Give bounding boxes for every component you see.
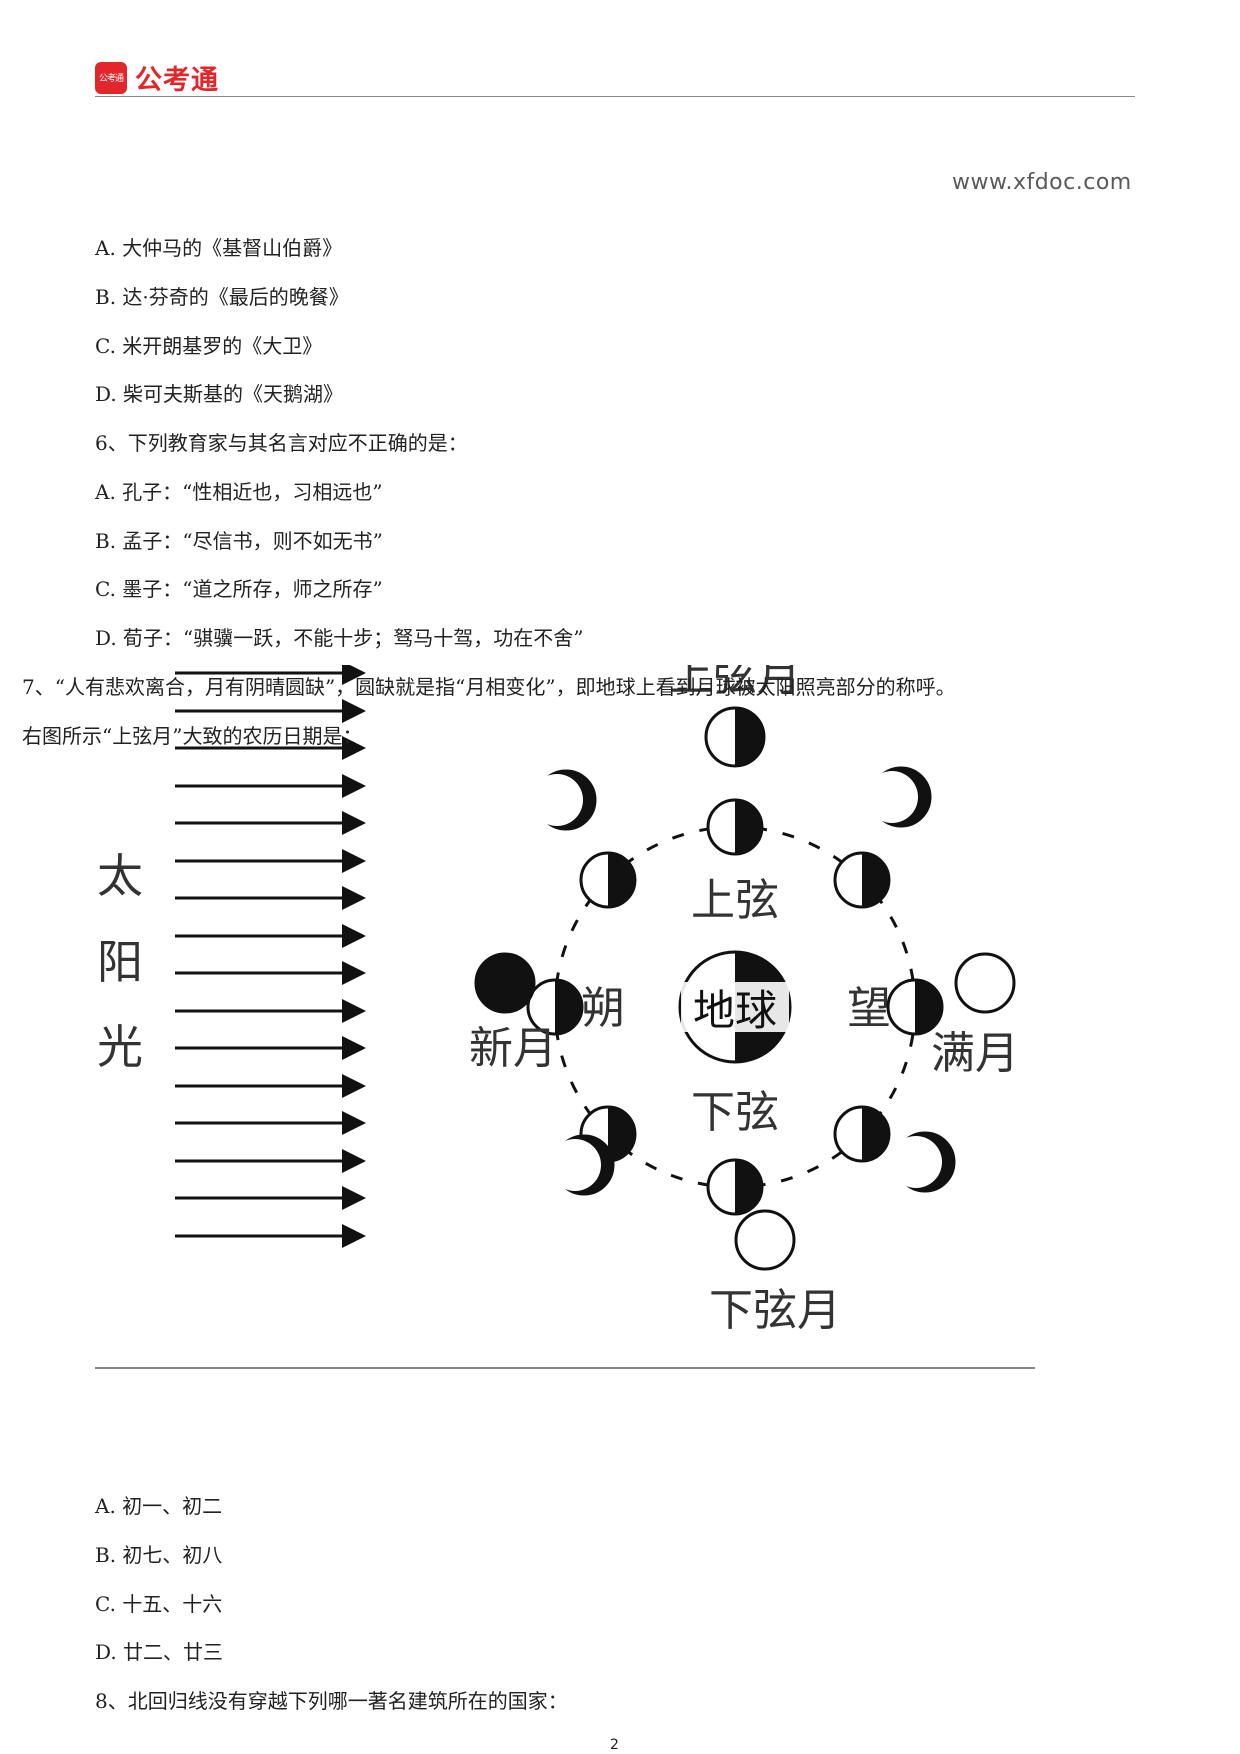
orbit-label-top: 上弦 xyxy=(691,875,779,926)
moon-phase-first-quarter xyxy=(704,706,766,768)
q5-option-a: A. 大仲马的《基督山伯爵》 xyxy=(95,236,343,260)
moon-phase-waxing-gibbous xyxy=(866,766,932,828)
sunlight-rays xyxy=(175,661,366,1248)
orbit-label-right: 望 xyxy=(847,983,891,1034)
q6-option-d: D. 荀子：“骐骥一跃，不能十步；驽马十驾，功在不舍” xyxy=(95,626,584,650)
moon-orbit-left xyxy=(526,978,584,1036)
orbit-label-left: 朔 xyxy=(581,983,625,1034)
q7-option-c: C. 十五、十六 xyxy=(95,1592,223,1616)
logo-badge: 公考通 xyxy=(95,61,127,94)
moon-orbit-bottom-right xyxy=(833,1105,891,1163)
moon-phase-last-quarter xyxy=(734,1209,796,1271)
logo: 公考通 公考通 xyxy=(95,58,219,97)
orbit-label-bottom: 下弦 xyxy=(691,1087,779,1138)
phase-label-full-moon: 满月 xyxy=(931,1028,1019,1079)
q7-option-a: A. 初一、初二 xyxy=(95,1494,223,1518)
sun-label-char: 阳 xyxy=(97,935,143,989)
moon-orbit-top xyxy=(706,798,764,856)
q6-option-a: A. 孔子：“性相近也，习相远也” xyxy=(95,480,383,504)
sun-label-char: 太 xyxy=(97,849,143,903)
moon-orbit-top-right xyxy=(833,851,891,909)
phase-label-new-moon: 新月 xyxy=(469,1023,557,1074)
page-number: 2 xyxy=(610,1737,619,1753)
q5-option-c: C. 米开朗基罗的《大卫》 xyxy=(95,334,323,358)
moon-phase-waning-crescent xyxy=(549,1134,615,1196)
q7-stem-line2: 右图所示“上弦月”大致的农历日期是： xyxy=(22,724,363,748)
moon-orbit-top-left xyxy=(579,851,637,909)
q5-option-d: D. 柴可夫斯基的《天鹅湖》 xyxy=(95,382,344,406)
q6-option-c: C. 墨子：“道之所存，师之所存” xyxy=(95,577,383,601)
moon-phase-waxing-crescent xyxy=(531,769,597,831)
q7-stem-line1: 7、“人有悲欢离合，月有阴晴圆缺”，圆缺就是指“月相变化”，即地球上看到月球被太… xyxy=(22,675,956,699)
website-link[interactable]: www.xfdoc.com xyxy=(952,170,1132,195)
moon-orbit-bottom xyxy=(706,1158,764,1216)
moon-phase-waning-gibbous xyxy=(890,1131,956,1193)
logo-text: 公考通 xyxy=(135,65,219,96)
moon-phase-full xyxy=(954,952,1016,1014)
moon-phase-new xyxy=(474,952,536,1014)
phase-label-last-quarter: 下弦月 xyxy=(709,1285,841,1336)
moon-phase-diagram: 太 阳 光 地球 上弦 下弦 朔 望 xyxy=(95,650,1035,1370)
q7-option-b: B. 初七、初八 xyxy=(95,1543,223,1567)
earth: 地球 xyxy=(678,950,792,1064)
earth-label: 地球 xyxy=(693,986,777,1035)
q5-option-b: B. 达·芬奇的《最后的晚餐》 xyxy=(95,285,349,309)
q6-stem: 6、下列教育家与其名言对应不正确的是： xyxy=(95,431,468,455)
moon-orbit-right xyxy=(886,978,944,1036)
q6-option-b: B. 孟子：“尽信书，则不如无书” xyxy=(95,529,383,553)
sun-label-char: 光 xyxy=(97,1020,143,1074)
q7-option-d: D. 廿二、廿三 xyxy=(95,1640,224,1664)
q8-stem: 8、北回归线没有穿越下列哪一著名建筑所在的国家： xyxy=(95,1689,568,1713)
header-divider xyxy=(95,96,1135,97)
